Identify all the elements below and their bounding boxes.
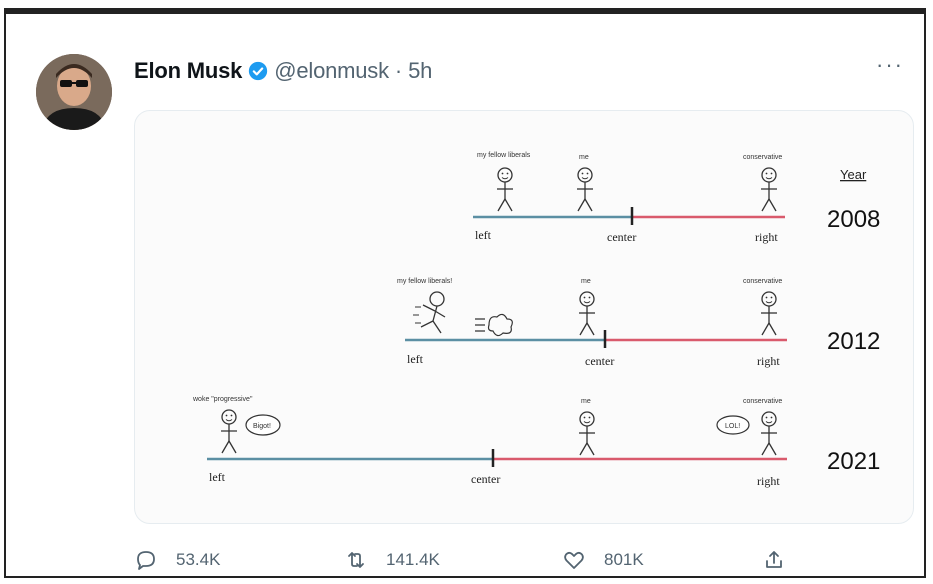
tweet-card: Elon Musk @elonmusk · 5h ··· — [4, 8, 926, 578]
share-button[interactable] — [762, 548, 804, 572]
figure-label: me — [581, 278, 591, 285]
retweet-icon — [348, 552, 364, 568]
tweet-image[interactable]: Year my fellow liberals me conservative … — [134, 110, 914, 524]
axis-left-label: left — [209, 470, 226, 484]
row-2012: my fellow liberals! me conservative left… — [397, 278, 880, 368]
figure-label: my fellow liberals! — [397, 278, 452, 285]
tweet-header: Elon Musk @elonmusk · 5h — [134, 58, 432, 84]
figure-label: my fellow liberals — [477, 152, 531, 159]
display-name[interactable]: Elon Musk — [134, 58, 243, 83]
reply-button[interactable]: 53.4K — [134, 548, 220, 572]
axis-left-label: left — [475, 228, 492, 242]
speech-bubble-right: LOL! — [725, 423, 740, 430]
year-2008: 2008 — [827, 206, 880, 233]
axis-right-label: right — [757, 354, 780, 368]
reply-icon — [137, 551, 155, 570]
handle[interactable]: @elonmusk — [274, 58, 389, 83]
row-2008: my fellow liberals me conservative left … — [473, 152, 880, 244]
axis-right-label: right — [755, 230, 778, 244]
axis-right-label: right — [757, 474, 780, 488]
political-spectrum-meme: Year my fellow liberals me conservative … — [192, 152, 880, 488]
timestamp[interactable]: 5h — [408, 58, 433, 83]
figure-label: conservative — [743, 154, 782, 161]
axis-left-label: left — [407, 352, 424, 366]
year-2021: 2021 — [827, 448, 880, 475]
figure-label: me — [579, 154, 589, 161]
year-header: Year — [840, 167, 867, 182]
axis-center-label: center — [607, 230, 636, 244]
heart-icon — [564, 551, 584, 569]
speech-bubble-left: Bigot! — [253, 423, 271, 430]
like-count: 801K — [604, 550, 644, 569]
avatar[interactable] — [36, 54, 112, 130]
profile-photo-icon — [36, 54, 112, 130]
tweet-actions: 53.4K 141.4K 801K — [134, 548, 794, 580]
more-options-button[interactable]: ··· — [876, 52, 904, 78]
figure-label: conservative — [743, 278, 782, 285]
figure-label: woke "progressive" — [192, 396, 253, 403]
figure-label: me — [581, 398, 591, 405]
verified-badge-icon — [249, 61, 268, 81]
reply-count: 53.4K — [176, 550, 221, 569]
axis-center-label: center — [585, 354, 614, 368]
retweet-count: 141.4K — [386, 550, 440, 569]
share-icon — [766, 551, 782, 568]
figure-label: conservative — [743, 398, 782, 405]
ellipsis-icon: ··· — [876, 52, 904, 77]
separator: · — [394, 58, 403, 83]
row-2021: Bigot! LOL! woke "progressive" me conser… — [192, 396, 880, 488]
year-2012: 2012 — [827, 328, 880, 355]
retweet-button[interactable]: 141.4K — [344, 548, 440, 572]
axis-center-label: center — [471, 472, 500, 486]
like-button[interactable]: 801K — [562, 548, 644, 572]
